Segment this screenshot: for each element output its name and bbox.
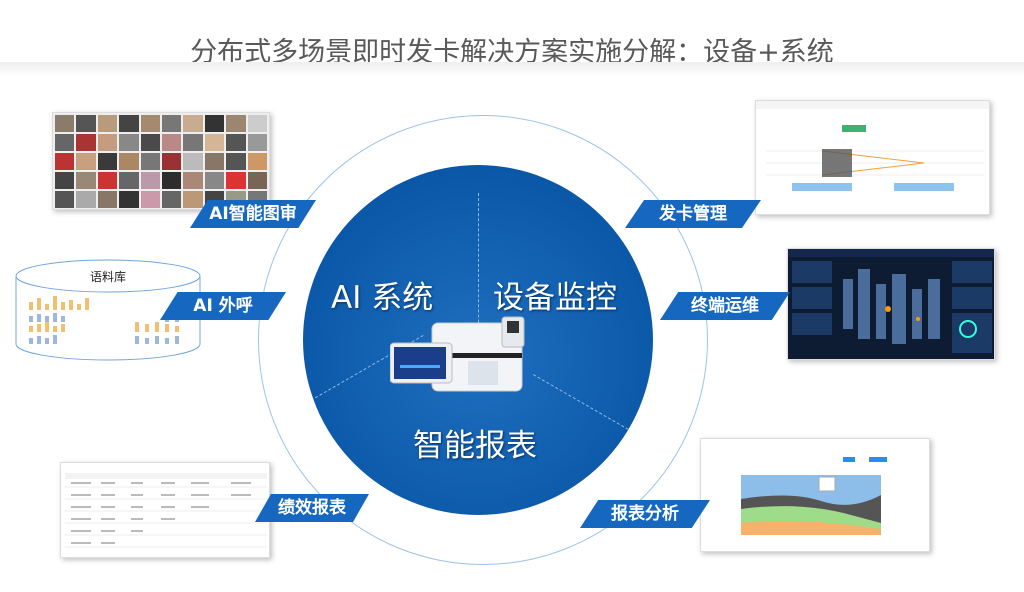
performance-table-thumbnail	[60, 462, 270, 558]
tag-ai-review: AI智能图审	[190, 200, 316, 228]
tag-card-issue-management: 发卡管理	[625, 200, 761, 228]
tag-report-analysis: 报表分析	[580, 500, 710, 528]
card-issue-chart-thumbnail	[755, 100, 990, 215]
divider-line	[533, 374, 638, 435]
smart-report-label: 智能报表	[413, 428, 537, 464]
portrait-grid-thumbnail	[52, 112, 270, 210]
ai-system-label: AI 系统	[331, 280, 434, 316]
report-analysis-chart-thumbnail	[700, 438, 930, 552]
corpus-cylinder: 语料库	[15, 258, 201, 362]
outer-ring	[258, 115, 708, 565]
tag-performance-report: 绩效报表	[255, 494, 369, 522]
tag-terminal-ops: 终端运维	[660, 292, 790, 320]
terminal-dashboard-thumbnail	[787, 248, 995, 360]
divider-line	[478, 193, 479, 363]
card-kiosk-device-image	[390, 316, 525, 392]
device-monitor-label: 设备监控	[493, 280, 617, 316]
title-band	[0, 62, 1024, 76]
tag-ai-call: AI 外呼	[160, 292, 286, 320]
corpus-label: 语料库	[89, 270, 126, 284]
